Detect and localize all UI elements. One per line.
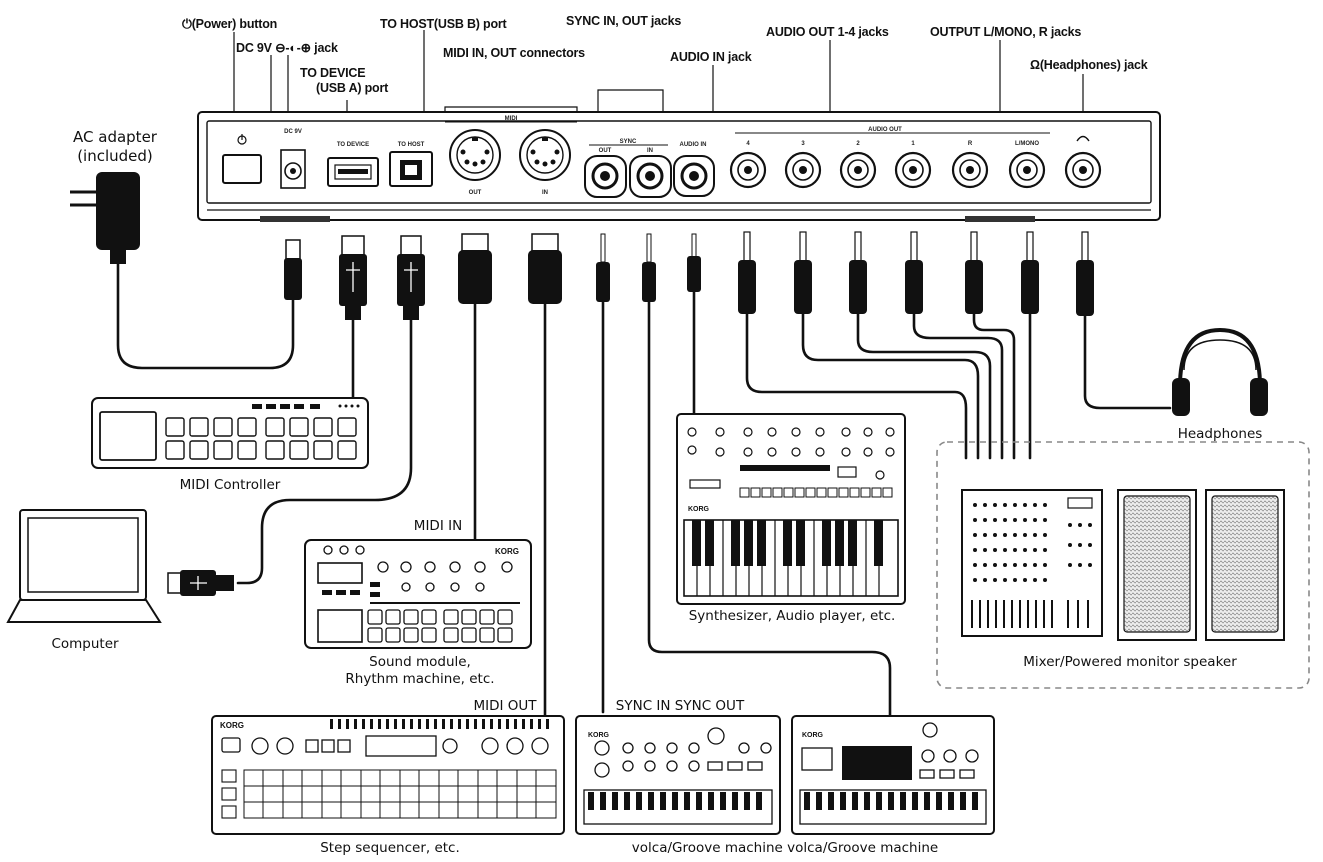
cables [116, 260, 1172, 718]
label-sound-module-line2: Rhythm machine, etc. [345, 671, 495, 687]
label-sync-in-out: SYNC IN SYNC OUT [615, 698, 745, 714]
panel-to-host-label: TO HOST [398, 142, 425, 148]
power-button [222, 134, 262, 184]
label-synthesizer: Synthesizer, Audio player, etc. [688, 608, 896, 624]
label-ac-adapter-line1: AC adapter [73, 128, 157, 146]
panel-jack-4-label: 4 [746, 141, 750, 147]
svg-text:KORG: KORG [588, 732, 610, 739]
label-midi-controller: MIDI Controller [179, 477, 281, 493]
callout-power-button: ⏻(Power) button [182, 17, 278, 31]
audio-out-jacks: AUDIO OUT 4 3 2 1 R L/MONO [729, 127, 1102, 189]
panel-midi-out-label: OUT [469, 190, 482, 196]
label-step-sequencer: Step sequencer, etc. [320, 840, 460, 856]
label-sound-module: Sound module, Rhythm machine, etc. [320, 654, 520, 688]
panel-r-label: R [968, 141, 973, 147]
step-sequencer-device: KORG [211, 715, 565, 835]
callout-midi-connectors: MIDI IN, OUT connectors [443, 46, 585, 60]
callout-sync-jacks: SYNC IN, OUT jacks [566, 14, 682, 28]
plugs [284, 231, 1094, 320]
volca-device-2: KORG [791, 715, 995, 835]
label-ac-adapter-line2: (included) [77, 147, 153, 165]
synthesizer-device: KORG [676, 413, 906, 605]
audio-in-jack: AUDIO IN [673, 142, 715, 197]
computer-device [6, 509, 234, 623]
volca-device-1: KORG [575, 715, 781, 835]
label-computer: Computer [51, 636, 119, 652]
panel-to-device-label: TO DEVICE [337, 142, 369, 148]
panel-sync-in-label: IN [647, 148, 653, 154]
panel-audio-out-label: AUDIO OUT [868, 127, 902, 133]
mixer-speaker-group [936, 441, 1310, 689]
callout-to-host: TO HOST(USB B) port [380, 17, 507, 31]
callout-to-device-line2: (USB A) port [316, 81, 389, 95]
svg-text:KORG: KORG [802, 732, 824, 739]
callout-dc-jack: DC 9V ⊖-◐-⊕ jack [236, 41, 338, 55]
label-mixer: Mixer/Powered monitor speaker [1023, 654, 1237, 670]
panel-jack-2-label: 2 [856, 141, 860, 147]
panel-midi-label: MIDI [505, 116, 518, 122]
panel-midi-in-label: IN [542, 190, 548, 196]
label-headphones: Headphones [1177, 426, 1263, 442]
dc-jack: DC 9V [280, 129, 306, 189]
callout-headphones-jack: Ω(Headphones) jack [1030, 58, 1148, 72]
panel-dc-label: DC 9V [284, 129, 302, 135]
callout-to-device-line1: TO DEVICE [300, 66, 366, 80]
label-sound-module-line1: Sound module, [369, 654, 471, 670]
headphones-device [1172, 327, 1268, 416]
sync-jacks: SYNC OUT IN [584, 139, 672, 198]
usb-b-port: TO HOST [389, 142, 433, 187]
label-midi-in: MIDI IN [413, 518, 463, 534]
callout-audio-out: AUDIO OUT 1-4 jacks [766, 25, 889, 39]
label-volca: volca/Groove machine volca/Groove machin… [631, 840, 939, 856]
svg-text:KORG: KORG [688, 506, 710, 513]
panel-lmono-label: L/MONO [1015, 141, 1039, 147]
panel-jack-1-label: 1 [911, 141, 915, 147]
sound-module-device: KORG [304, 539, 532, 649]
label-midi-out: MIDI OUT [473, 698, 537, 714]
panel-sync-label: SYNC [620, 139, 637, 145]
panel-jack-3-label: 3 [801, 141, 805, 147]
callout-audio-in: AUDIO IN jack [670, 50, 752, 64]
panel-audio-in-label: AUDIO IN [680, 142, 707, 148]
callout-output: OUTPUT L/MONO, R jacks [930, 25, 1082, 39]
midi-connectors: MIDI OUT IN [445, 116, 577, 196]
ac-adapter [70, 172, 140, 264]
panel-sync-out-label: OUT [599, 148, 612, 154]
usb-a-port: TO DEVICE [327, 142, 379, 187]
midi-controller-device [91, 397, 369, 469]
label-ac-adapter: AC adapter (included) [60, 128, 170, 166]
svg-text:KORG: KORG [220, 721, 244, 730]
svg-text:KORG: KORG [495, 547, 519, 556]
